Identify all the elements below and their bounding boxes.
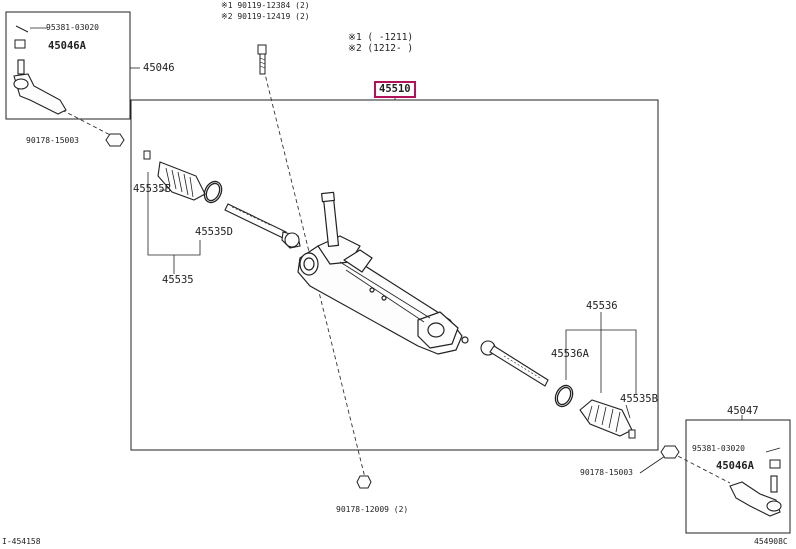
left-lock-nut-label: 90178-15003 bbox=[26, 136, 79, 145]
cotter-pin-icon bbox=[15, 25, 29, 33]
right-tie-rod-end-label: 45047 bbox=[727, 405, 759, 417]
right-nut-label: 45046A bbox=[716, 460, 754, 472]
main-assembly-label: 45510 bbox=[374, 81, 416, 98]
nut-icon bbox=[660, 445, 781, 469]
bolt-icon bbox=[257, 44, 267, 75]
clamp-ring-icon bbox=[203, 180, 223, 204]
cotter-pin-icon bbox=[628, 429, 636, 439]
left-clip-label: 95381-03020 bbox=[46, 23, 99, 32]
boot-icon bbox=[157, 161, 206, 201]
tie-rod-end-icon bbox=[13, 59, 67, 115]
cotter-pin-icon bbox=[143, 150, 151, 160]
right-lock-nut-label: 90178-15003 bbox=[580, 468, 633, 477]
nut-icon bbox=[356, 475, 372, 489]
illustration-id-right: 454908C bbox=[754, 537, 788, 546]
illustration-id-left: I-454158 bbox=[2, 537, 41, 546]
tie-rod-end-icon bbox=[729, 475, 782, 517]
bottom-nut-label: 90178-12009 (2) bbox=[336, 505, 409, 514]
boot-icon bbox=[579, 399, 633, 437]
footnote-line-1: ※1 ( -1211) bbox=[348, 32, 414, 43]
left-nut-label: 45046A bbox=[48, 40, 86, 52]
left-boot-kit-label: 45535 bbox=[162, 274, 194, 286]
right-boot-clamp-label: 45535B bbox=[620, 393, 658, 405]
right-boot-band-label: 45536A bbox=[551, 348, 589, 360]
top-bolt-label-1: ※1 90119-12384 (2) bbox=[221, 1, 310, 10]
left-boot-clamp-label: 45535B bbox=[133, 183, 171, 195]
top-bolt-label-2: ※2 90119-12419 (2) bbox=[221, 12, 310, 21]
inner-tie-rod-left bbox=[224, 203, 301, 249]
clamp-ring-icon bbox=[554, 384, 574, 408]
rack-assembly-box bbox=[130, 99, 659, 451]
left-boot-band-label: 45535D bbox=[195, 226, 233, 238]
left-tie-rod-box bbox=[5, 11, 131, 120]
left-tie-rod-end-label: 45046 bbox=[143, 62, 175, 74]
right-clip-label: 95381-03020 bbox=[692, 444, 745, 453]
steering-rack-icon bbox=[297, 191, 469, 355]
inner-tie-rod-right bbox=[480, 340, 549, 387]
right-boot-kit-label: 45536 bbox=[586, 300, 618, 312]
right-tie-rod-box bbox=[685, 419, 791, 534]
nut-icon bbox=[14, 39, 125, 147]
footnote-line-2: ※2 (1212- ) bbox=[348, 43, 414, 54]
